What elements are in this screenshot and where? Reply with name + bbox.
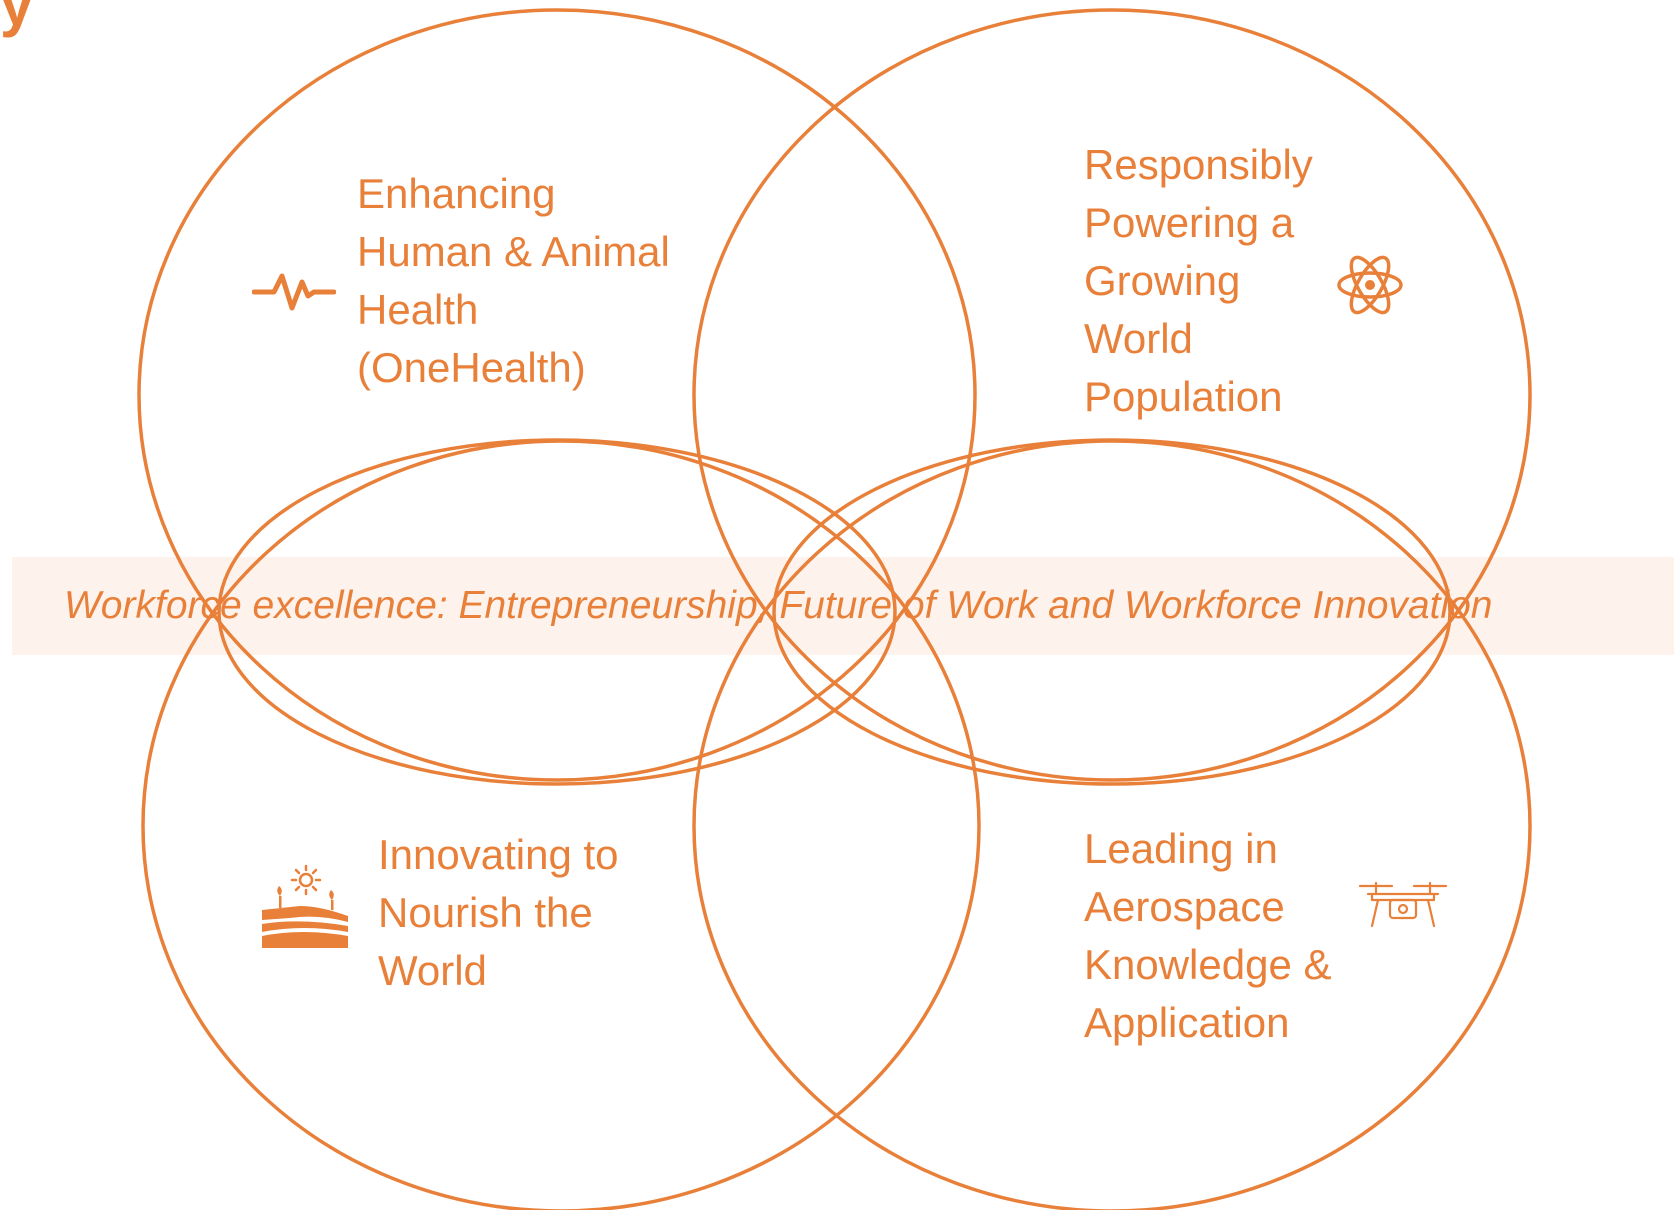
- label-nourish-line-1: Innovating to: [378, 831, 619, 878]
- label-health-line-2: Human & Animal: [357, 228, 670, 275]
- label-power: Responsibly Powering a Growing World Pop…: [1084, 136, 1313, 426]
- label-aerospace-line-3: Knowledge &: [1084, 941, 1332, 988]
- label-power-line-3: Growing: [1084, 257, 1241, 304]
- label-nourish: Innovating to Nourish the World: [378, 826, 619, 1000]
- label-health: Enhancing Human & Animal Health (OneHeal…: [357, 165, 670, 397]
- workforce-band: Workforce excellence: Entrepreneurship, …: [12, 557, 1674, 655]
- title-fragment: y: [0, 0, 34, 38]
- atom-icon: [1337, 255, 1403, 315]
- heartbeat-icon: [252, 273, 336, 311]
- workforce-band-background: [12, 557, 1674, 655]
- ellipse-upper-center: [217, 438, 897, 786]
- ellipse-top-right: [692, 8, 1532, 782]
- label-health-line-1: Enhancing: [357, 170, 556, 217]
- label-power-line-2: Powering a: [1084, 199, 1295, 246]
- farm-field-icon: [262, 864, 348, 948]
- label-power-line-4: World: [1084, 315, 1193, 362]
- drone-icon: [1358, 881, 1448, 928]
- ellipse-top-left: [137, 8, 977, 782]
- label-health-line-3: Health: [357, 286, 479, 333]
- label-nourish-line-2: Nourish the: [378, 889, 593, 936]
- ellipse-lower-center: [772, 438, 1452, 786]
- label-aerospace-line-1: Leading in: [1084, 825, 1278, 872]
- label-aerospace: Leading in Aerospace Knowledge & Applica…: [1084, 820, 1332, 1052]
- label-aerospace-line-4: Application: [1084, 999, 1290, 1046]
- label-power-line-1: Responsibly: [1084, 141, 1313, 188]
- label-aerospace-line-2: Aerospace: [1084, 883, 1285, 930]
- label-power-line-5: Population: [1084, 373, 1283, 420]
- workforce-band-text: Workforce excellence: Entrepreneurship, …: [64, 584, 1493, 627]
- label-nourish-line-3: World: [378, 947, 487, 994]
- label-health-line-4: (OneHealth): [357, 344, 586, 391]
